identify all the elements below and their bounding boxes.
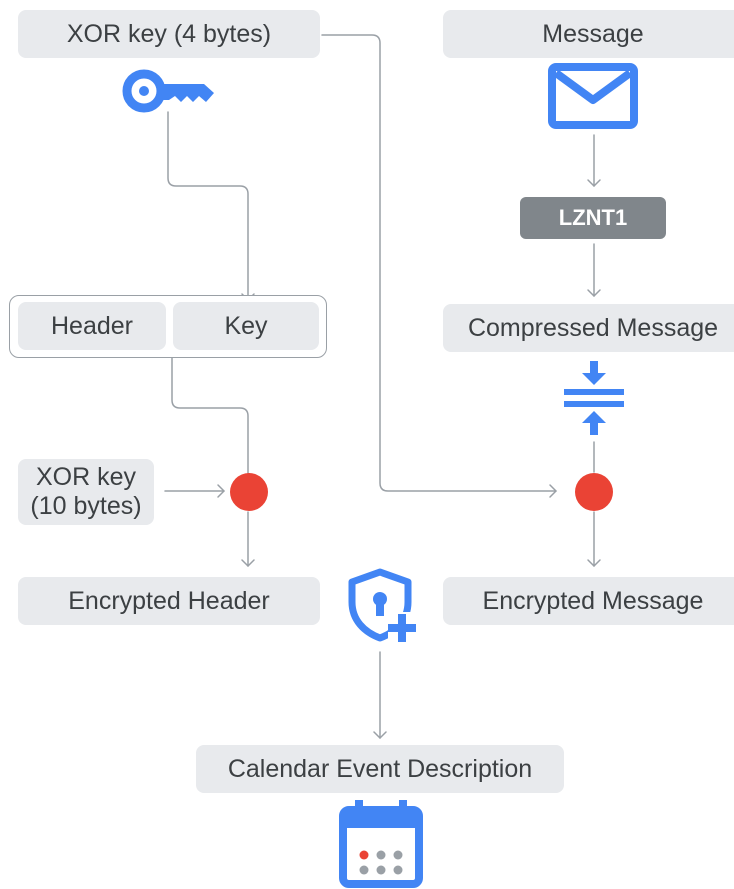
xor-key-4-bytes-box: XOR key (4 bytes) xyxy=(18,10,320,58)
mail-icon xyxy=(548,63,638,129)
connector-header-to-xor xyxy=(171,351,249,475)
xor-key-10-bytes-box: XOR key (10 bytes) xyxy=(18,459,154,525)
xor-operation-header xyxy=(230,473,268,511)
message-box: Message xyxy=(443,10,734,58)
encrypted-message-box: Encrypted Message xyxy=(443,577,734,625)
key-box: Key xyxy=(173,302,319,350)
compress-icon xyxy=(564,361,624,435)
lznt1-box: LZNT1 xyxy=(520,197,666,239)
connector-xor4-to-message-xor xyxy=(321,34,557,492)
key-icon xyxy=(122,69,214,113)
calendar-event-description-box: Calendar Event Description xyxy=(196,745,564,793)
header-box: Header xyxy=(18,302,166,350)
encrypted-header-box: Encrypted Header xyxy=(18,577,320,625)
shield-lock-add-icon xyxy=(348,568,416,644)
compressed-message-box: Compressed Message xyxy=(443,304,734,352)
connector-key-to-keybox xyxy=(167,111,249,301)
xor-operation-message xyxy=(575,473,613,511)
calendar-icon xyxy=(339,800,423,888)
